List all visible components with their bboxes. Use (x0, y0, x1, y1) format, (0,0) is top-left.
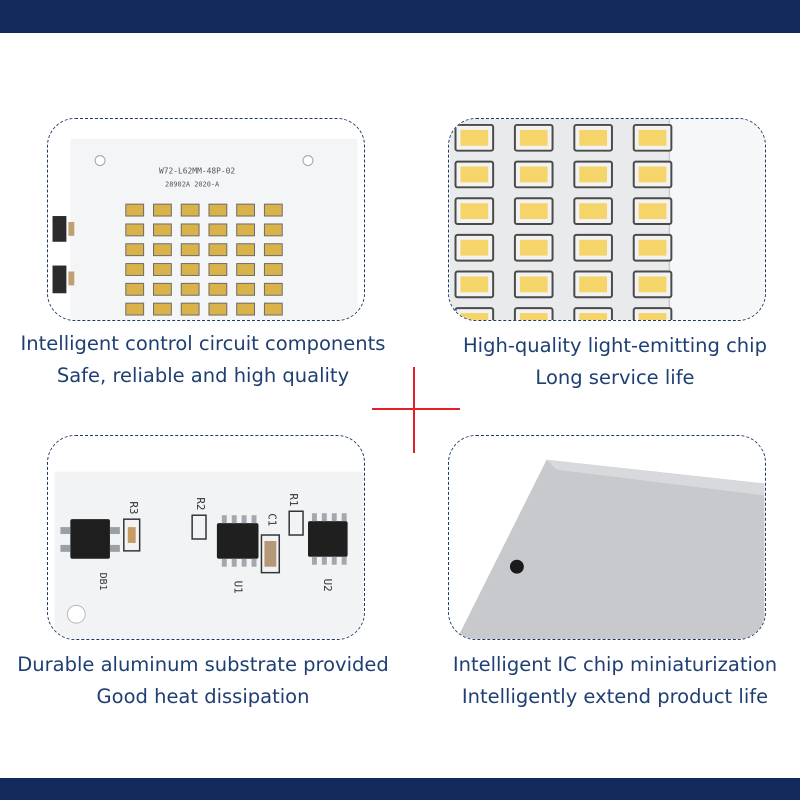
led-chip (519, 313, 548, 320)
label-r2: R2 (194, 497, 207, 510)
led-chip (263, 203, 283, 217)
circuit-board-illustration: W72-L62MM-48P-02 28902A 2020-A (48, 119, 364, 320)
label-c1: C1 (265, 513, 278, 526)
led-chip (153, 243, 172, 257)
led-chip (579, 203, 607, 220)
led-chip (460, 129, 489, 146)
led-chip (208, 223, 228, 237)
led-chip (638, 239, 667, 256)
label-u2: U2 (321, 579, 334, 592)
led-chip (579, 166, 607, 183)
aluminum-plate-photo (448, 435, 766, 640)
board-date-text: 28902A 2020-A (165, 180, 220, 188)
led-chip (153, 282, 172, 296)
board-model-text: W72-L62MM-48P-02 (159, 166, 235, 175)
led-grid (125, 203, 283, 316)
label-r1: R1 (287, 493, 300, 506)
caption-substrate-line1: Durable aluminum substrate provided (17, 653, 389, 676)
caption-ic-chip-line1: Intelligent IC chip miniaturization (452, 653, 778, 676)
led-chip (263, 243, 283, 257)
center-cross-horizontal (372, 408, 460, 410)
led-chip (153, 223, 172, 237)
led-chip (519, 239, 548, 256)
caption-led-chip: High-quality light-emitting chip Long se… (415, 330, 800, 394)
substrate-photo: DB1 R3 R2 U1 C1 R1 (47, 435, 365, 640)
ic-component (52, 216, 75, 294)
led-chip (579, 276, 607, 293)
led-chip (579, 129, 607, 146)
led-chip (638, 313, 667, 320)
led-chip-photo (448, 118, 766, 321)
led-chip (153, 203, 172, 217)
led-chip (208, 263, 228, 276)
led-chip (638, 203, 667, 220)
bridge-rectifier (60, 519, 120, 559)
led-chip (236, 203, 256, 217)
caption-circuit-line2: Safe, reliable and high quality (56, 364, 350, 387)
led-chip (579, 313, 607, 320)
led-chip (579, 239, 607, 256)
label-db1: DB1 (97, 573, 108, 591)
bottom-band (0, 778, 800, 800)
led-chip (208, 243, 228, 257)
led-chip (460, 239, 489, 256)
caption-substrate-line2: Good heat dissipation (96, 685, 310, 708)
ic-u2 (307, 513, 348, 565)
ic-u1 (216, 515, 259, 567)
led-chip (180, 243, 200, 257)
led-chip (519, 166, 548, 183)
led-chip (263, 302, 283, 316)
led-chip (519, 203, 548, 220)
led-chip-grid (454, 123, 673, 320)
led-chip (236, 302, 256, 316)
led-chip (236, 243, 256, 257)
led-chip (153, 263, 172, 276)
led-chip (180, 302, 200, 316)
led-chip (460, 166, 489, 183)
led-chip (460, 313, 489, 320)
led-chip (236, 263, 256, 276)
led-chip (263, 263, 283, 276)
led-chip-illustration (449, 119, 765, 320)
caption-circuit-line1: Intelligent control circuit components (20, 332, 386, 355)
caption-ic-chip-line2: Intelligently extend product life (461, 685, 769, 708)
led-chip (638, 166, 667, 183)
led-chip (180, 223, 200, 237)
led-chip (180, 263, 200, 276)
led-chip (460, 276, 489, 293)
led-chip (125, 243, 145, 257)
led-chip (460, 203, 489, 220)
led-chip (208, 282, 228, 296)
caption-substrate: Durable aluminum substrate provided Good… (3, 649, 403, 713)
label-u1: U1 (232, 581, 245, 594)
led-chip (180, 203, 200, 217)
led-chip (125, 203, 145, 217)
led-chip (208, 203, 228, 217)
led-chip (638, 276, 667, 293)
caption-circuit: Intelligent control circuit components S… (3, 328, 403, 392)
led-chip (638, 129, 667, 146)
led-chip (236, 223, 256, 237)
led-chip (125, 282, 145, 296)
led-chip (125, 302, 145, 316)
led-chip (236, 282, 256, 296)
caption-ic-chip: Intelligent IC chip miniaturization Inte… (415, 649, 800, 713)
led-chip (519, 276, 548, 293)
top-band (0, 0, 800, 33)
aluminum-plate-illustration (449, 436, 765, 639)
led-chip (180, 282, 200, 296)
led-chip (263, 223, 283, 237)
caption-led-chip-line2: Long service life (535, 366, 695, 389)
led-chip (125, 263, 145, 276)
label-r3: R3 (127, 501, 140, 514)
circuit-board-photo: W72-L62MM-48P-02 28902A 2020-A (47, 118, 365, 321)
led-chip (519, 129, 548, 146)
led-chip (153, 302, 172, 316)
caption-led-chip-line1: High-quality light-emitting chip (463, 334, 767, 357)
substrate-illustration: DB1 R3 R2 U1 C1 R1 (48, 436, 364, 639)
center-cross-vertical (413, 367, 415, 453)
led-chip (263, 282, 283, 296)
led-chip (125, 223, 145, 237)
led-chip (208, 302, 228, 316)
